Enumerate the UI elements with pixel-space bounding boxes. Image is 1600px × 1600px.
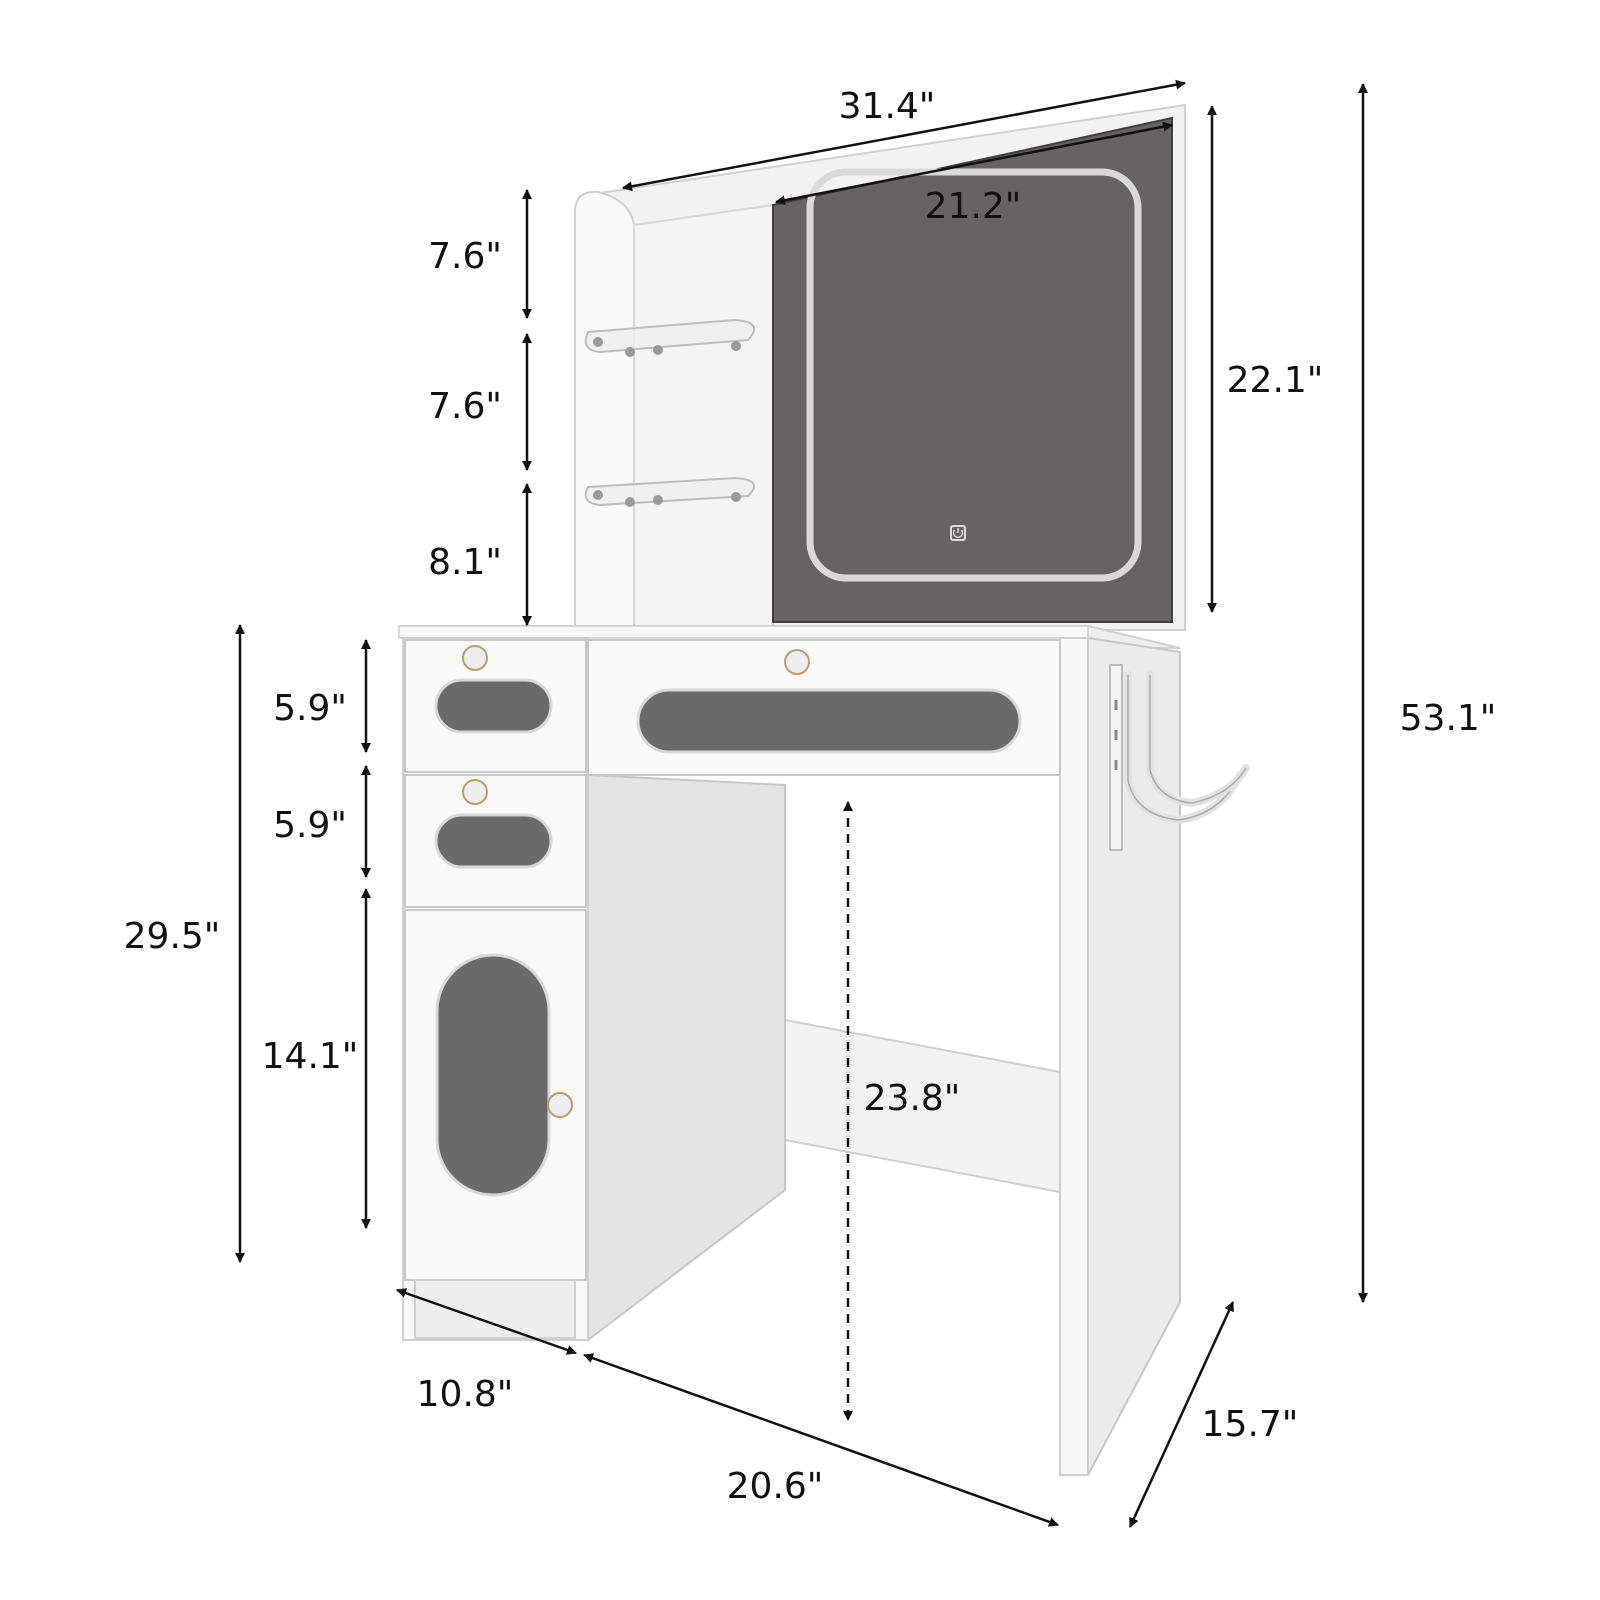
label-knee-clearance: 23.8" (864, 1078, 961, 1119)
crystal-knob-icon (462, 779, 488, 805)
label-cabinet: 14.1" (262, 1036, 359, 1077)
power-touch-icon (950, 525, 966, 541)
label-overall-width: 31.4" (839, 86, 936, 127)
label-drawer-second: 5.9" (273, 805, 347, 846)
cabinet-side-panel (587, 773, 786, 1343)
cabinet-plinth (414, 1279, 576, 1339)
right-front-leg (1059, 637, 1089, 1476)
label-cabinet-width: 10.8" (417, 1374, 514, 1415)
drawer-second-left (404, 774, 587, 908)
label-knee-width: 20.6" (727, 1466, 824, 1507)
dimension-arrows (235, 79, 1368, 1528)
label-shelf-middle: 7.6" (428, 386, 502, 427)
crystal-knob-icon (462, 645, 488, 671)
label-mirror-width: 21.2" (925, 186, 1022, 227)
acrylic-shelf-upper (584, 318, 756, 357)
label-total-height: 53.1" (1400, 698, 1497, 739)
cabinet-door (404, 909, 587, 1281)
acrylic-shelf-lower (584, 476, 756, 507)
dimension-labels: 31.4" 21.2" 22.1" 53.1" 7.6" 7.6" 8.1" 5… (124, 86, 1497, 1507)
label-shelf-bottom: 8.1" (428, 542, 502, 583)
arrow-knee-width (583, 1353, 1059, 1527)
arrow-cabinet-width (396, 1288, 577, 1355)
vanity-illustration (398, 103, 1250, 1476)
label-mirror-height: 22.1" (1227, 360, 1324, 401)
arrow-depth (1128, 1301, 1235, 1528)
tabletop-front-edge (398, 625, 1089, 639)
drawer-center (587, 639, 1061, 776)
label-drawer-top: 5.9" (273, 688, 347, 729)
shelf-compartment (633, 203, 774, 631)
arrow-mirror-width (775, 121, 1173, 206)
right-side-panel (1087, 636, 1181, 1476)
label-shelf-top: 7.6" (428, 236, 502, 277)
shelf-side-panel (574, 190, 635, 631)
label-table-height: 29.5" (124, 916, 221, 957)
drawer-top-left (404, 639, 587, 773)
crystal-knob-icon (547, 1092, 573, 1118)
coat-hook-icon (1109, 664, 1250, 851)
label-depth: 15.7" (1202, 1404, 1299, 1445)
crystal-knob-icon (784, 649, 810, 675)
